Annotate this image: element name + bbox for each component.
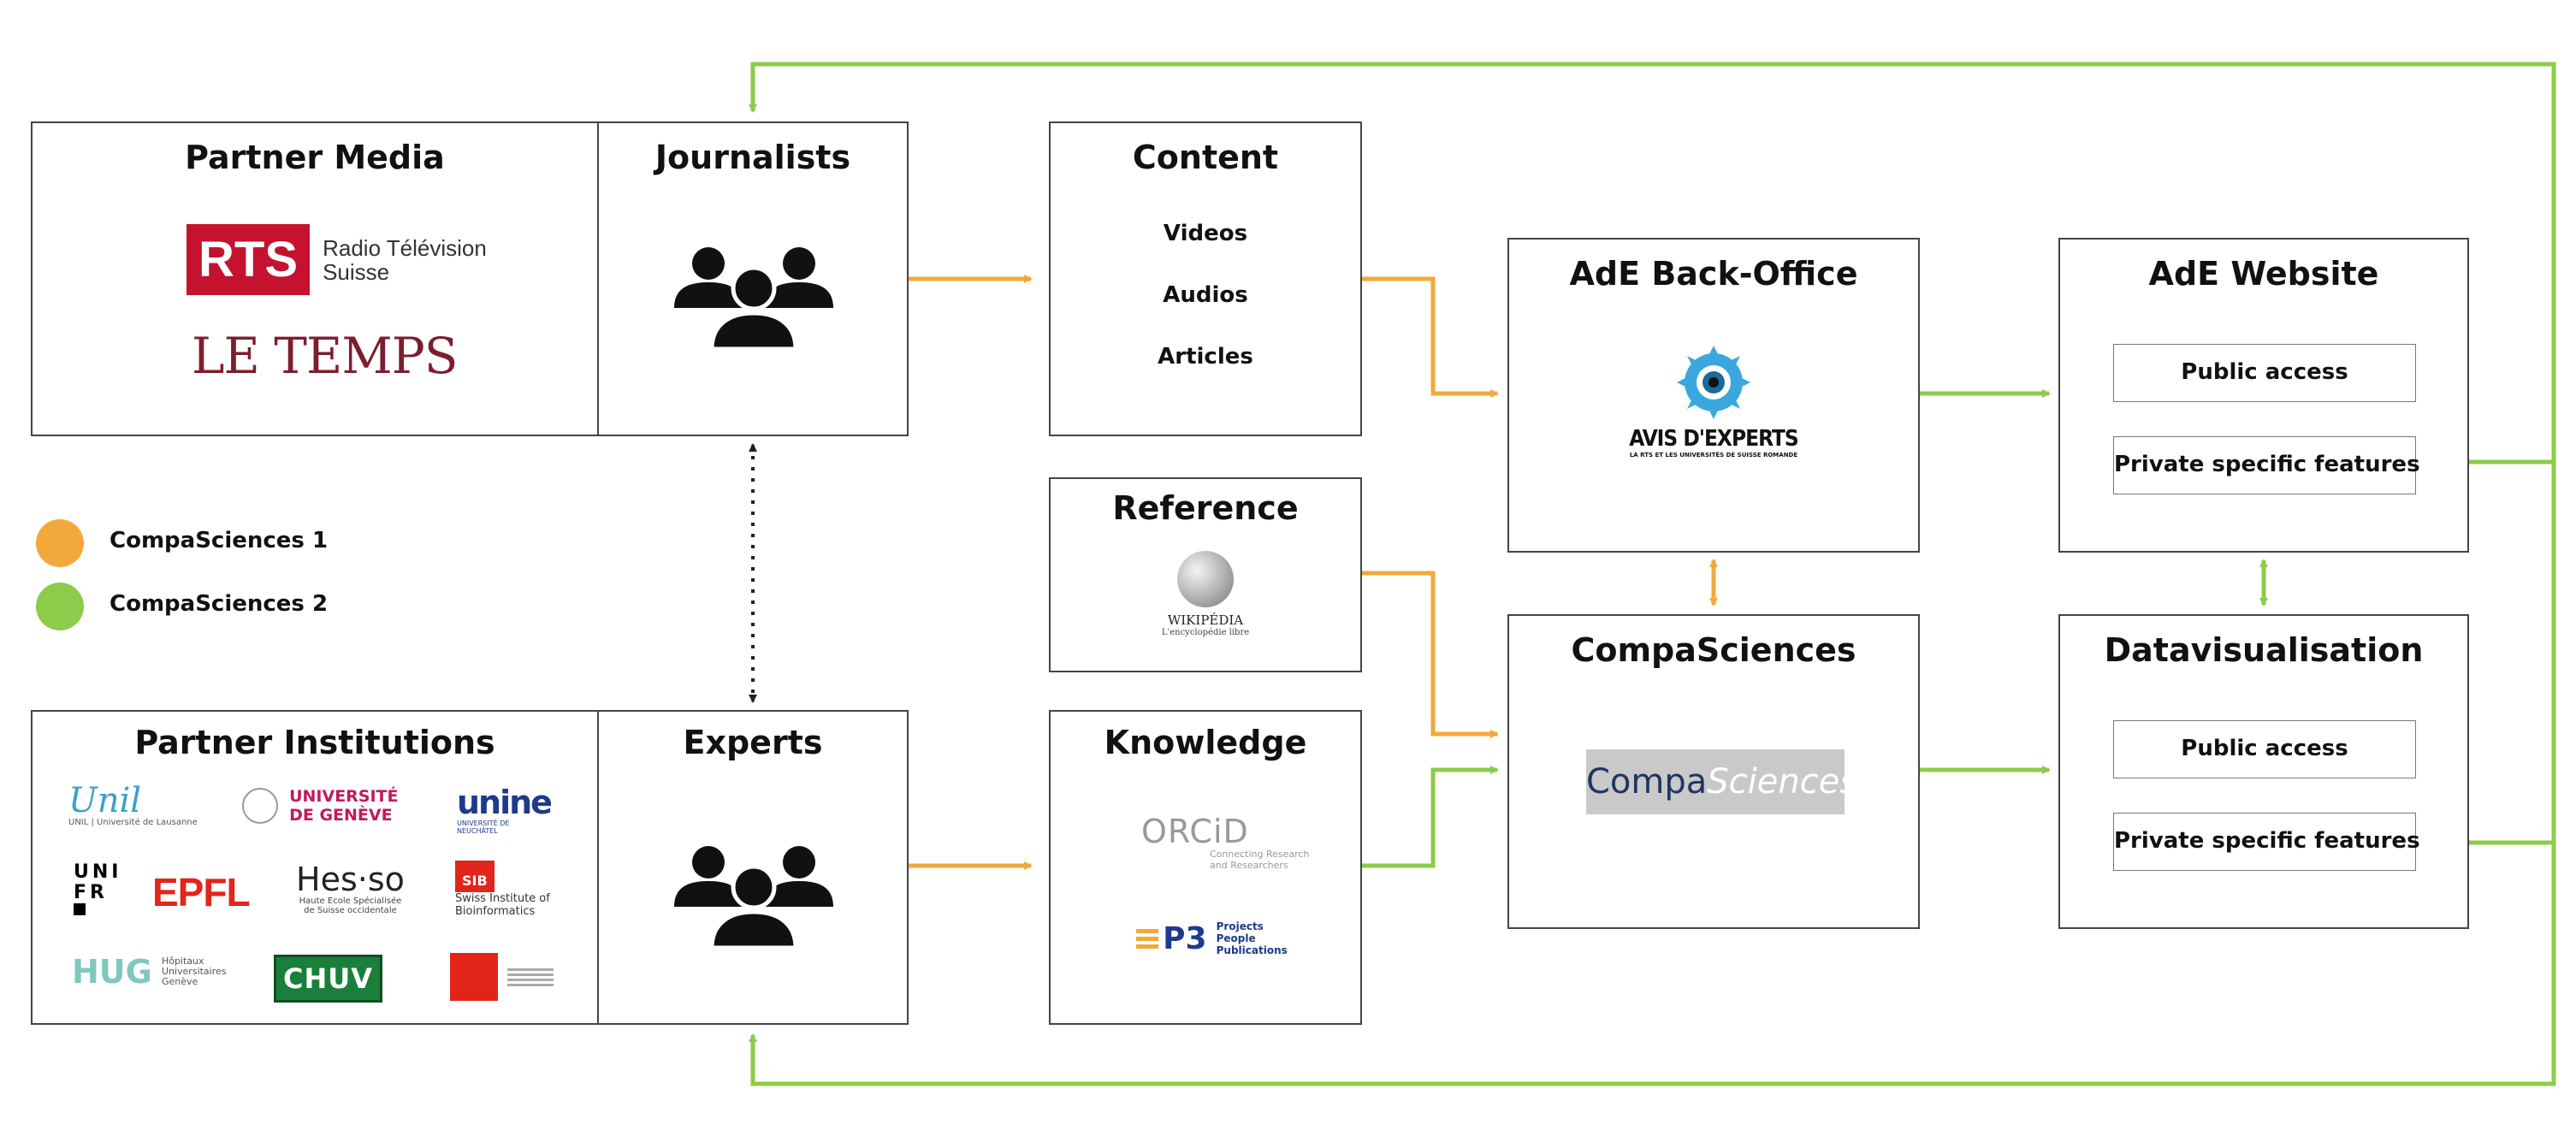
journalists-title: Journalists [654,139,851,176]
rts-logo: RTS Radio Télévision Suisse [187,224,487,295]
orcid-logo: ORCiD Connecting Research and Researcher… [1141,814,1309,871]
unine-mark: unine [457,784,553,821]
backoffice-title: AdE Back-Office [1569,255,1858,293]
orcid-caption-1: Connecting Research [1210,849,1310,860]
orcid-caption-2: and Researchers [1210,860,1288,871]
content-item-audios: Audios [1163,282,1248,308]
datavis-private-features[interactable]: Private specific features [2113,813,2420,871]
orcid-mark: ORCiD [1141,813,1249,850]
content-item-videos: Videos [1163,221,1248,246]
hug-caption-2: Universitaires [161,966,227,977]
website-public-access[interactable]: Public access [2113,344,2416,402]
compasciences-title: CompaSciences [1571,631,1856,669]
sib-caption-1: Swiss Institute of [455,892,550,905]
hug-mark: HUG [72,953,152,991]
reference-title: Reference [1112,489,1299,527]
unine-caption-2: NEUCHÂTEL [457,827,498,835]
unil-logo: Unil UNIL | Université de Lausanne [68,784,198,827]
content-box: Content Videos Audios Articles [1049,121,1362,436]
unine-caption-1: UNIVERSITÉ DE [457,819,510,827]
journalists-box: Journalists [597,121,909,436]
rts-mark: RTS [187,224,310,295]
p3-caption-1: Projects [1216,920,1264,932]
sib-caption-2: Bioinformatics [455,905,536,918]
knowledge-title: Knowledge [1104,724,1307,761]
rts-line-2: Suisse [323,258,390,285]
unifr-logo: UNI FR [74,862,121,915]
partner-media-title: Partner Media [185,139,445,176]
unige-line-2: DE GENÈVE [289,806,393,825]
compasciences-logo-part-1: Compa [1586,762,1708,802]
chuv-logo: CHUV [274,955,383,1003]
avis-experts-logo: AVIS D'EXPERTS LA RTS ET LES UNIVERSITÉS… [1509,346,1918,459]
eye-gear-icon [1677,346,1750,419]
avis-experts-wordmark: AVIS D'EXPERTS [1629,426,1799,452]
sib-logo: SIB Swiss Institute of Bioinformatics [455,861,550,918]
compasciences-logo-part-2: Sciences [1707,762,1858,802]
arrow-loop-experts [749,462,2556,1086]
legend-label-compasciences-2: CompaSciences 2 [110,591,329,617]
p3-caption-3: Publications [1216,944,1288,956]
unifr-line-2: FR [74,882,108,903]
unige-seal-icon [242,788,278,824]
wikipedia-globe-icon [1177,551,1234,607]
arrow-reference-compasciences [1360,571,1499,738]
legend-dot-compasciences-2 [36,583,84,630]
legend-label-compasciences-1: CompaSciences 1 [110,528,329,553]
legend-dot-compasciences-1 [36,519,84,567]
partner-institutions-title: Partner Institutions [134,724,495,761]
hesso-mark: Hes·so [296,861,405,898]
p3-mark: P3 [1163,920,1207,956]
website-box: AdE Website Public access Private specif… [2058,238,2469,553]
website-title: AdE Website [2148,255,2379,293]
sib-mark: SIB [455,861,494,892]
experts-title: Experts [683,724,823,761]
hesso-caption-1: Haute Ecole Spécialisée [299,896,402,906]
avis-experts-tagline: LA RTS ET LES UNIVERSITÉS DE SUISSE ROMA… [1629,452,1798,459]
wikipedia-tagline: L'encyclopédie libre [1161,628,1250,637]
datavis-public-access[interactable]: Public access [2113,720,2416,778]
content-item-articles: Articles [1158,344,1253,370]
datavis-box: Datavisualisation Public access Private … [2058,614,2469,929]
le-temps-logo: LE TEMPS [192,327,458,385]
website-private-features[interactable]: Private specific features [2113,436,2420,494]
compasciences-logo: CompaSciences [1586,749,1857,814]
p3-caption-2: People [1216,932,1256,944]
hug-caption-1: Hôpitaux [161,956,204,967]
people-group-icon [674,846,833,948]
experts-box: Experts [597,710,909,1025]
compasciences-box: CompaSciences CompaSciences [1507,614,1920,929]
hesso-logo: Hes·so Haute Ecole Spécialisée de Suisse… [296,862,405,915]
arrow-knowledge-compasciences [1360,766,1499,868]
datavis-title: Datavisualisation [2104,631,2424,669]
backoffice-box: AdE Back-Office AVIS D'EXPERTS LA RTS ET… [1507,238,1920,553]
epfl-logo: EPFL [152,870,251,914]
institution-red-logo-icon [450,953,554,1001]
people-group-icon [674,247,833,349]
content-title: Content [1132,139,1279,176]
rts-line-1: Radio Télévision [323,234,487,261]
wikipedia-name: WIKIPÉDIA [1167,612,1244,628]
unige-logo: UNIVERSITÉ DE GENÈVE [242,787,399,825]
unil-mark: Unil [68,781,142,820]
partner-institutions-box: Partner Institutions Unil UNIL | Univers… [31,710,599,1025]
arrow-content-backoffice [1360,276,1499,398]
hesso-caption-2: de Suisse occidentale [304,906,397,915]
hug-logo: HUG Hôpitaux Universitaires Genève [72,953,227,991]
wikipedia-logo: WIKIPÉDIA L'encyclopédie libre [1051,551,1360,637]
arrow-loop-journalists [749,62,2556,462]
p3-bars-icon [1136,926,1158,952]
reference-box: Reference WIKIPÉDIA L'encyclopédie libre [1049,477,1362,672]
p3-logo: P3 Projects People Publications [1136,920,1288,956]
unige-line-1: UNIVERSITÉ [289,787,399,806]
hug-caption-3: Genève [161,976,198,987]
unifr-square-icon [74,903,86,915]
unine-logo: unine UNIVERSITÉ DE NEUCHÂTEL [457,784,553,835]
unil-caption: UNIL | Université de Lausanne [68,818,198,827]
unifr-line-1: UNI [74,861,122,883]
knowledge-box: Knowledge ORCiD Connecting Research and … [1049,710,1362,1025]
partner-media-box: Partner Media RTS Radio Télévision Suiss… [31,121,599,436]
